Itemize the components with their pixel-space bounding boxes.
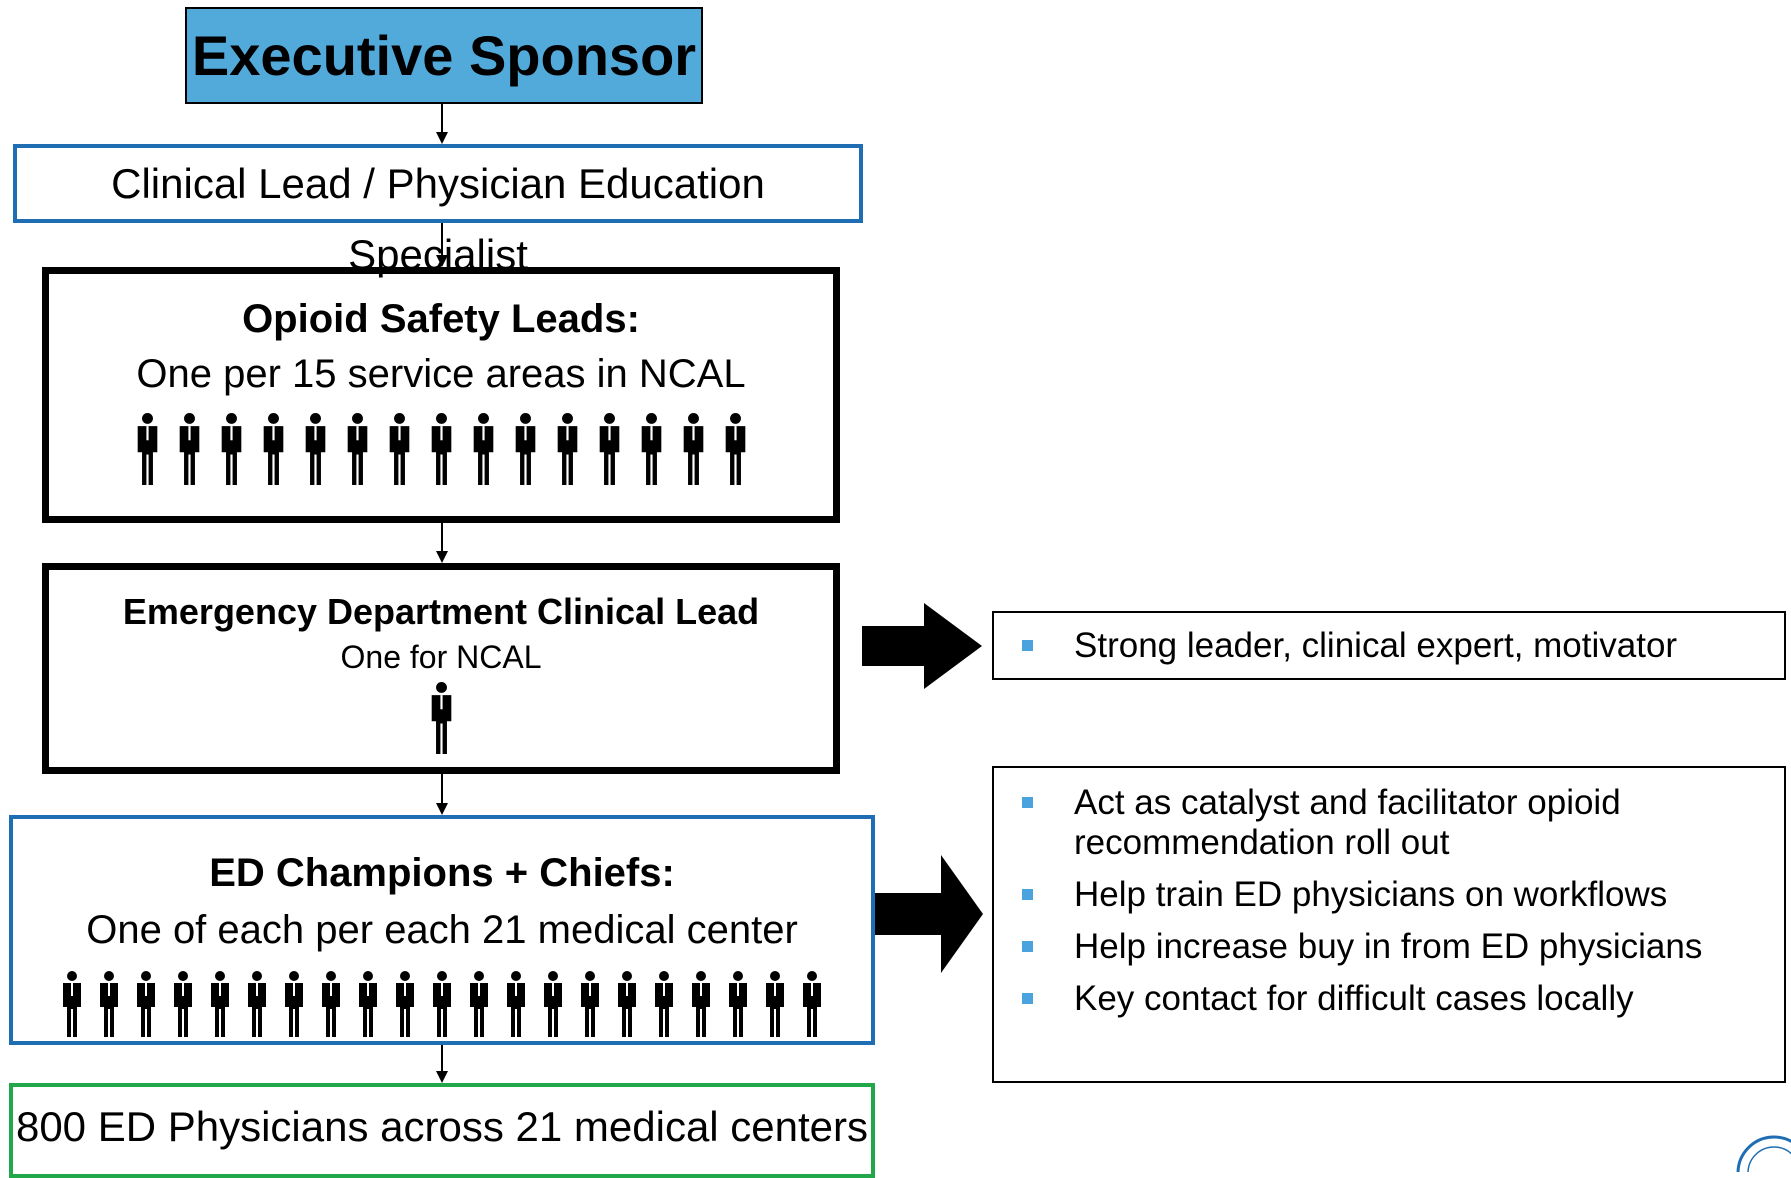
person-icon (248, 971, 266, 1037)
right-arrow-icon (862, 603, 982, 689)
person-icon (515, 413, 535, 485)
opioid-safety-leads-box: Opioid Safety Leads: One per 15 service … (42, 267, 840, 523)
bullet-square-icon (1022, 889, 1033, 900)
person-icon (599, 413, 619, 485)
person-icon (285, 971, 303, 1037)
person-icon (347, 413, 367, 485)
list-item: Help increase buy in from ED physicians (994, 927, 1784, 967)
list-item-text: Strong leader, clinical expert, motivato… (1074, 626, 1678, 665)
champion-roles-list: Act as catalyst and facilitator opioid r… (994, 783, 1784, 1019)
person-icon (137, 413, 157, 485)
person-icon (305, 413, 325, 485)
list-item: Strong leader, clinical expert, motivato… (994, 626, 1784, 666)
ed-clinical-lead-people-row (49, 682, 833, 754)
person-icon (725, 413, 745, 485)
person-icon (692, 971, 710, 1037)
list-item-text: Key contact for difficult cases locally (1074, 979, 1634, 1018)
person-icon (396, 971, 414, 1037)
ed-champions-people-row (13, 971, 871, 1037)
list-item-text: Act as catalyst and facilitator opioid r… (1074, 783, 1621, 862)
person-icon (803, 971, 821, 1037)
opioid-leads-subtitle: One per 15 service areas in NCAL (136, 352, 746, 396)
list-item: Act as catalyst and facilitator opioid r… (994, 783, 1784, 863)
ed-physicians-box: 800 ED Physicians across 21 medical cent… (9, 1083, 875, 1178)
connector-arrowhead (436, 803, 448, 815)
ed-champions-box: ED Champions + Chiefs: One of each per e… (9, 815, 875, 1045)
person-icon (557, 413, 577, 485)
connector-arrowhead (436, 132, 448, 144)
lead-qualities-list: Strong leader, clinical expert, motivato… (994, 626, 1784, 666)
person-icon (581, 971, 599, 1037)
connector-arrowhead (436, 1071, 448, 1083)
ed-clinical-lead-title: Emergency Department Clinical Lead (122, 591, 760, 632)
person-icon (433, 971, 451, 1037)
person-icon (655, 971, 673, 1037)
person-icon (641, 413, 661, 485)
connector-line (441, 523, 443, 551)
executive-sponsor-label: Executive Sponsor (191, 24, 697, 87)
person-icon (211, 971, 229, 1037)
bullet-square-icon (1022, 941, 1033, 952)
person-icon (683, 413, 703, 485)
clinical-lead-box: Clinical Lead / Physician Education Spec… (13, 144, 863, 278)
ed-champions-subtitle: One of each per each 21 medical center (86, 908, 798, 952)
ed-champions-title: ED Champions + Chiefs: (209, 851, 675, 895)
organization-seal-logo (1736, 1135, 1791, 1172)
person-icon (618, 971, 636, 1037)
person-icon (174, 971, 192, 1037)
person-icon (137, 971, 155, 1037)
person-icon (359, 971, 377, 1037)
opioid-leads-people-row (49, 413, 833, 485)
connector-line (441, 223, 443, 255)
list-item: Help train ED physicians on workflows (994, 875, 1784, 915)
bullet-square-icon (1022, 993, 1033, 1004)
executive-sponsor-box: Executive Sponsor (185, 7, 703, 104)
bullet-square-icon (1022, 797, 1033, 808)
ed-clinical-lead-subtitle: One for NCAL (340, 639, 542, 675)
person-icon (766, 971, 784, 1037)
person-icon (263, 413, 283, 485)
person-icon (544, 971, 562, 1037)
connector-line (441, 774, 443, 803)
person-icon (221, 413, 241, 485)
person-icon (473, 413, 493, 485)
connector-arrowhead (436, 551, 448, 563)
champion-roles-box: Act as catalyst and facilitator opioid r… (992, 766, 1786, 1083)
person-icon (100, 971, 118, 1037)
ed-physicians-label: 800 ED Physicians across 21 medical cent… (15, 1103, 869, 1150)
connector-arrowhead (436, 255, 448, 267)
connector-line (441, 104, 443, 132)
bullet-square-icon (1022, 640, 1033, 651)
right-arrow-icon (875, 855, 983, 973)
ed-clinical-lead-box: Emergency Department Clinical Lead One f… (42, 563, 840, 774)
person-icon (470, 971, 488, 1037)
person-icon (729, 971, 747, 1037)
lead-qualities-box: Strong leader, clinical expert, motivato… (992, 611, 1786, 680)
list-item-text: Help train ED physicians on workflows (1074, 875, 1668, 914)
person-icon (322, 971, 340, 1037)
opioid-leads-title: Opioid Safety Leads: (242, 297, 640, 341)
connector-line (441, 1045, 443, 1071)
person-icon (389, 413, 409, 485)
list-item-text: Help increase buy in from ED physicians (1074, 927, 1703, 966)
person-icon (431, 413, 451, 485)
person-icon (63, 971, 81, 1037)
person-icon (507, 971, 525, 1037)
list-item: Key contact for difficult cases locally (994, 979, 1784, 1019)
person-icon (179, 413, 199, 485)
person-icon (431, 682, 451, 754)
clinical-lead-label: Clinical Lead / Physician Education Spec… (111, 160, 765, 278)
